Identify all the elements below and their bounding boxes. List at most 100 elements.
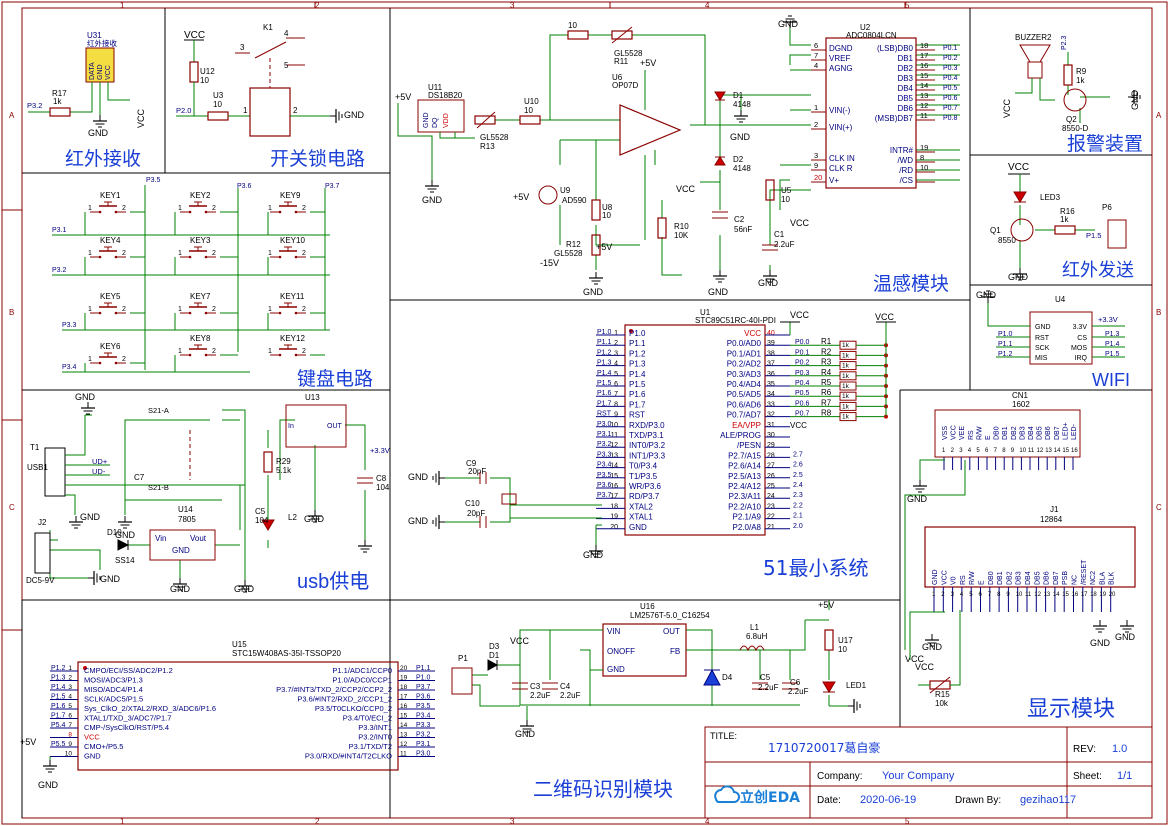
j1-pin-label: DB6 bbox=[1044, 571, 1051, 585]
usb-gnd-3: GND bbox=[304, 514, 325, 524]
j1-pin-num: 13 bbox=[1044, 592, 1051, 598]
mcu-left-pin-num: 1 bbox=[614, 330, 618, 337]
cn1-pin-label: DB6 bbox=[1045, 426, 1052, 440]
j1-pin-num: 16 bbox=[1072, 592, 1079, 598]
r15-val: 10k bbox=[935, 699, 949, 708]
cn1-pin-num: 12 bbox=[1037, 448, 1044, 454]
cn1-pin-label: DB0 bbox=[994, 426, 1001, 440]
key-pin1: 1 bbox=[178, 306, 182, 313]
cn1-val: 1602 bbox=[1012, 400, 1030, 409]
pullup-val: 1k bbox=[842, 342, 850, 349]
mcu-left-net: P3.4 bbox=[597, 462, 612, 469]
adc-right-pin-label: DB5 bbox=[897, 94, 913, 103]
temp-5v-d: +5V bbox=[596, 242, 612, 252]
j1-pin-label: DB7 bbox=[1053, 571, 1060, 585]
u14-body bbox=[149, 529, 216, 561]
key-pin2: 2 bbox=[212, 348, 216, 355]
key-switch bbox=[89, 302, 127, 316]
j1-pin-num: 14 bbox=[1053, 592, 1060, 598]
r9-ref: R9 bbox=[1076, 67, 1087, 76]
mcu-left-pin-num: 2 bbox=[614, 340, 618, 347]
mcu-right-pin: P2.2/A10 bbox=[728, 502, 761, 511]
adc-left-pin-num: 3 bbox=[814, 151, 818, 160]
mcu-p2-net: 2.3 bbox=[793, 492, 803, 499]
mcu-right-pin-num: 27 bbox=[767, 463, 775, 470]
wifi-net-right: P1.4 bbox=[1105, 341, 1120, 348]
adc-right-pin-num: 16 bbox=[920, 61, 928, 70]
mcu-left-net: P1.5 bbox=[597, 380, 612, 387]
u15-left-pin-num: 8 bbox=[68, 732, 72, 739]
u2-adc-body bbox=[825, 37, 917, 189]
display-circuit: CN1 1602 J1 12864 VSS1VCC2VEE3RS4R/W5E6D… bbox=[904, 391, 1136, 708]
alarm-vcc: VCC bbox=[1002, 98, 1012, 118]
key-pin2: 2 bbox=[302, 250, 306, 257]
mcu-left-pin: P1.4 bbox=[629, 370, 646, 379]
u13-ref: U13 bbox=[305, 393, 320, 402]
mcu-gnd-1: GND bbox=[408, 472, 429, 482]
mcu-right-pin: VCC bbox=[744, 329, 761, 338]
col-label-4: 4 bbox=[705, 1, 710, 10]
key-pin1: 1 bbox=[88, 306, 92, 313]
mcu-right-pin-num: 24 bbox=[767, 493, 775, 500]
key-switch bbox=[269, 344, 307, 358]
adc-right-pin-label: (LSB)DB0 bbox=[877, 44, 914, 53]
j1-pin-num: 7 bbox=[988, 592, 992, 598]
pullup-val: 1k bbox=[842, 352, 850, 359]
c5-val-qr: 2.2uF bbox=[758, 683, 779, 692]
mcu-left-pin: XTAL2 bbox=[629, 502, 653, 511]
pullup-val: 1k bbox=[842, 373, 850, 380]
j1-pin-num: 4 bbox=[960, 592, 964, 598]
r17-val: 1k bbox=[53, 97, 62, 106]
u15-right-pin: P3.5/T0CLKO/CCP0_2 bbox=[315, 704, 392, 713]
c8-ref: C8 bbox=[376, 474, 387, 483]
usb1-body bbox=[44, 447, 66, 497]
adc-right-pin-num: 13 bbox=[920, 91, 928, 100]
j1-pin-label: BLA bbox=[1099, 571, 1106, 585]
key-switch bbox=[269, 201, 307, 215]
pullup-ref: R8 bbox=[821, 409, 832, 418]
temp-gnd-2: GND bbox=[583, 287, 604, 297]
j1-pin-num: 5 bbox=[969, 592, 973, 598]
mcu-right-pin-num: 23 bbox=[767, 503, 775, 510]
dc-label: DC5-9V bbox=[26, 576, 55, 585]
t1-ref: T1 bbox=[30, 443, 40, 452]
mcu-left-net: P3.7 bbox=[597, 492, 612, 499]
mcu-left-pin: P1.7 bbox=[629, 400, 646, 409]
key-net-p36: P3.6 bbox=[237, 183, 252, 190]
adc-left-pin-num: 6 bbox=[814, 41, 818, 50]
row-label-b: B bbox=[9, 308, 14, 317]
wifi-v33: +3.3V bbox=[1098, 315, 1118, 324]
irtx-net-p15: P1.5 bbox=[1086, 231, 1101, 240]
j1-pin-label: R/W bbox=[969, 571, 976, 585]
u11-pin-dq: DQ bbox=[432, 117, 439, 128]
j1-pin-num: 17 bbox=[1081, 592, 1088, 598]
key-pin2: 2 bbox=[122, 205, 126, 212]
j1-pin-num: 20 bbox=[1109, 592, 1116, 598]
u15-right-net: P3.1 bbox=[416, 741, 431, 748]
mcu-p0-net: P0.6 bbox=[795, 400, 810, 407]
s21b-label: S21-B bbox=[148, 483, 169, 492]
u15-right-pin-num: 16 bbox=[400, 703, 408, 710]
cn1-pin-label: DB2 bbox=[1011, 426, 1018, 440]
pullup-ref: R7 bbox=[821, 398, 832, 407]
u11-pin-gnd: GND bbox=[423, 112, 430, 128]
qr-5v-b: +5V bbox=[818, 600, 834, 610]
adc-right-pin-num: 11 bbox=[920, 111, 928, 120]
mcu-gnd-2: GND bbox=[408, 516, 429, 526]
title-wifi: WIFI bbox=[1092, 370, 1130, 390]
key-label: KEY6 bbox=[100, 342, 121, 351]
mcu-left-net: P3.5 bbox=[597, 472, 612, 479]
u15-left-pin: VCC bbox=[84, 733, 100, 742]
lock-gnd: GND bbox=[344, 110, 365, 120]
j1-pin-label: RS bbox=[960, 575, 967, 585]
j1-pin-num: 10 bbox=[1016, 592, 1023, 598]
key-label: KEY11 bbox=[280, 292, 305, 301]
temp-5v-c: +5V bbox=[513, 192, 529, 202]
temp-vcc-b: VCC bbox=[790, 218, 810, 228]
lcd-gnd-2: GND bbox=[922, 642, 943, 652]
cn1-pin-num: 2 bbox=[951, 448, 955, 454]
u15-ref: U15 bbox=[232, 640, 247, 649]
adc-left-pin-num: 4 bbox=[814, 61, 818, 70]
j2-ref: J2 bbox=[38, 518, 47, 527]
u16-out: OUT bbox=[663, 627, 680, 636]
